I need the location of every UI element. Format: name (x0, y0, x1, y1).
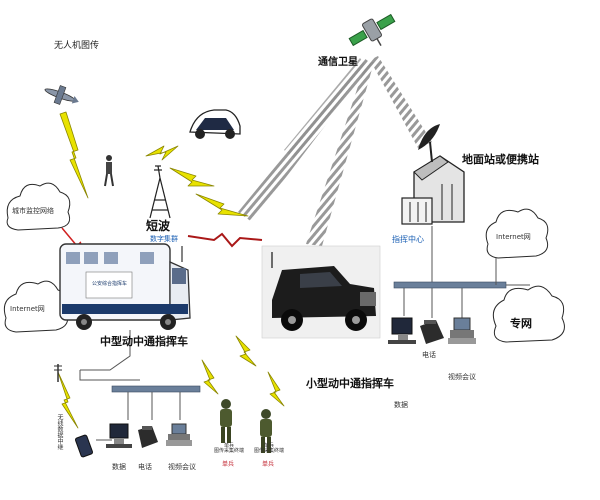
beam-left-short (284, 58, 366, 160)
patrol-car-icon (189, 109, 241, 139)
wireless-links (57, 111, 285, 429)
beam-to-small-vehicle (306, 62, 374, 246)
satellite-beams (238, 56, 432, 246)
satellite-dish-icon (418, 124, 440, 163)
computer-icon-right (388, 317, 416, 344)
internet-cloud-left (3, 280, 69, 333)
link-soldier-a (201, 359, 219, 395)
right-network-bus (393, 226, 530, 318)
soldier-b-caption: 单兵 图传采集终端 (254, 443, 285, 454)
satellite-icon (348, 13, 396, 47)
soldier-terminal-b (260, 409, 272, 453)
wireless-relay-label: 无线数据中继 (56, 414, 63, 450)
digital-cluster-label: 数字集群 (150, 235, 178, 243)
relay-antenna-icon (54, 330, 140, 382)
link-small-vehicle-soldier (235, 335, 257, 367)
link-drone-van (59, 111, 89, 199)
soldier-terminal-a (220, 399, 232, 443)
drone-icon (44, 85, 79, 105)
internet-left-label: Internet网 (10, 305, 45, 313)
small-vehicle-label: 小型动中通指挥车 (306, 377, 394, 390)
private-network-cloud (492, 285, 565, 343)
private-net-label: 专网 (510, 317, 532, 330)
video-right-label: 视频会议 (448, 373, 476, 381)
link-tower-car (145, 145, 179, 161)
beam-to-ground-station (370, 56, 432, 148)
command-center-label: 指挥中心 (392, 235, 424, 244)
data-bottom-label: 数据 (394, 401, 408, 409)
internet-cloud-right (485, 208, 549, 259)
city-cloud-label: 城市监控网络 (12, 207, 54, 215)
data-left-label: 数据 (112, 463, 126, 471)
ground-station-label: 地面站或便携站 (462, 153, 539, 166)
soldier-a-tag: 单兵 (222, 461, 235, 468)
van-sign: 公安综合指挥车 (92, 281, 128, 287)
soldier-a-caption: 单兵 图传采集终端 (214, 443, 245, 454)
phone-left-label: 电话 (138, 463, 152, 471)
rf-link-vehicles (187, 232, 263, 248)
medium-vehicle-label: 中型动中通指挥车 (100, 335, 188, 348)
tablet-device-icon (75, 434, 93, 458)
link-tower-sat (169, 167, 215, 187)
video-conference-icon-right (448, 317, 476, 344)
internet-right-label: Internet网 (496, 233, 531, 241)
phone-icon-left (138, 426, 158, 448)
operator-person-icon (104, 155, 114, 187)
medium-command-vehicle (59, 243, 191, 330)
ground-station-building (401, 155, 465, 225)
link-soldier-b (267, 371, 285, 407)
link-ground-relay (57, 371, 79, 429)
left-network-bus (96, 385, 201, 441)
video-conference-icon-left (166, 423, 192, 446)
computer-icon-left (106, 423, 132, 448)
small-command-vehicle (261, 245, 381, 339)
city-monitoring-cloud (6, 182, 71, 231)
drone-label: 无人机图传 (54, 41, 100, 51)
shortwave-label: 短波 (146, 219, 171, 233)
satellite-label: 通信卫星 (318, 57, 358, 68)
video-left-label: 视频会议 (168, 463, 196, 471)
shortwave-tower-icon (149, 165, 171, 219)
link-tower-beam (195, 193, 249, 217)
phone-icon-right (420, 320, 444, 344)
phone-right-label: 电话 (422, 351, 436, 359)
soldier-b-tag: 单兵 (262, 461, 275, 468)
